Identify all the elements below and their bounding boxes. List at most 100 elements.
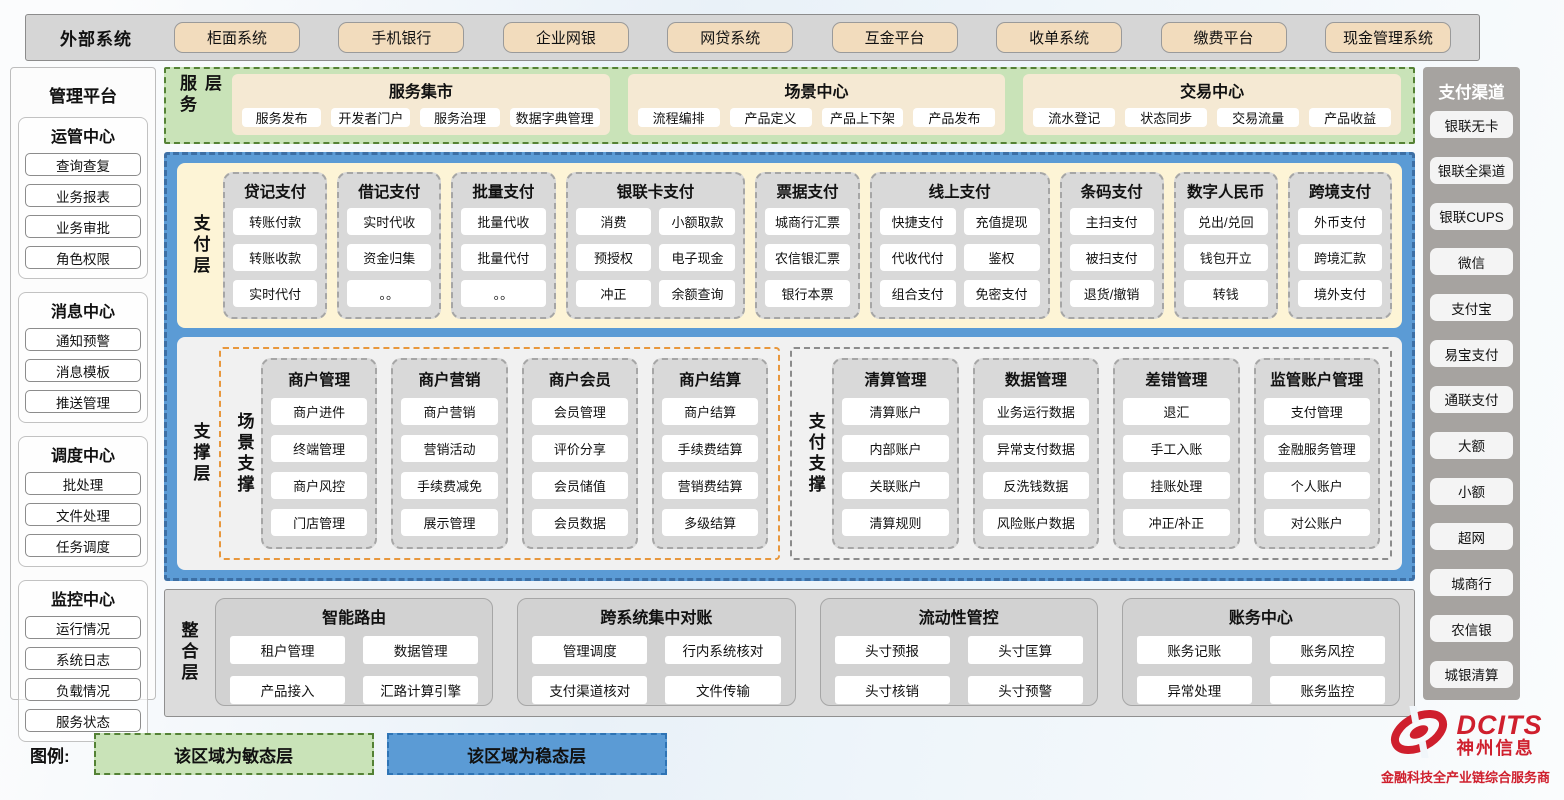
management-item-button[interactable]: 负载情况	[25, 678, 141, 701]
management-item-button[interactable]: 任务调度	[25, 534, 141, 557]
support-item-button[interactable]: 关联账户	[842, 472, 949, 499]
payment-item-button[interactable]: 境外支付	[1297, 280, 1383, 307]
integration-item-button[interactable]: 账务记账	[1136, 636, 1252, 664]
payment-item-button[interactable]: 鉴权	[963, 244, 1040, 271]
integration-item-button[interactable]: 汇路计算引擎	[363, 676, 479, 704]
management-item-button[interactable]: 消息模板	[25, 359, 141, 382]
management-item-button[interactable]: 推送管理	[25, 390, 141, 413]
management-item-button[interactable]: 批处理	[25, 472, 141, 495]
payment-item-button[interactable]: 资金归集	[347, 244, 432, 271]
support-item-button[interactable]: 营销费结算	[661, 472, 759, 499]
payment-item-button[interactable]: 消费	[575, 208, 652, 235]
support-item-button[interactable]: 商户风控	[271, 472, 368, 499]
payment-item-button[interactable]: 城商行汇票	[765, 208, 850, 235]
payment-channel-button[interactable]: 城商行	[1430, 569, 1513, 597]
service-item-button[interactable]: 数据字典管理	[509, 108, 600, 127]
payment-item-button[interactable]: 转账收款	[233, 244, 318, 271]
management-item-button[interactable]: 业务报表	[25, 184, 141, 207]
service-item-button[interactable]: 产品定义	[729, 108, 812, 127]
payment-item-button[interactable]: 跨境汇款	[1297, 244, 1383, 271]
payment-item-button[interactable]: 转账付款	[233, 208, 318, 235]
payment-channel-button[interactable]: 农信银	[1430, 615, 1513, 643]
support-item-button[interactable]: 门店管理	[271, 509, 368, 536]
support-item-button[interactable]: 商户营销	[401, 398, 498, 425]
payment-item-button[interactable]: 快捷支付	[879, 208, 956, 235]
integration-item-button[interactable]: 异常处理	[1136, 676, 1252, 704]
service-item-button[interactable]: 产品收益	[1309, 108, 1392, 127]
payment-item-button[interactable]: 外币支付	[1297, 208, 1383, 235]
management-item-button[interactable]: 通知预警	[25, 328, 141, 351]
integration-item-button[interactable]: 头寸核销	[834, 676, 950, 704]
payment-channel-button[interactable]: 银联CUPS	[1430, 202, 1513, 230]
payment-channel-button[interactable]: 通联支付	[1430, 385, 1513, 413]
payment-item-button[interactable]: 电子现金	[659, 244, 736, 271]
payment-item-button[interactable]: 钱包开立	[1183, 244, 1268, 271]
external-system-button[interactable]: 网贷系统	[667, 22, 794, 53]
payment-item-button[interactable]: 兑出/兑回	[1183, 208, 1268, 235]
support-item-button[interactable]: 反洗钱数据	[982, 472, 1090, 499]
management-item-button[interactable]: 文件处理	[25, 503, 141, 526]
payment-item-button[interactable]: 批量代付	[461, 244, 546, 271]
external-system-button[interactable]: 互金平台	[831, 22, 958, 53]
external-system-button[interactable]: 企业网银	[502, 22, 629, 53]
management-item-button[interactable]: 角色权限	[25, 246, 141, 269]
service-item-button[interactable]: 产品上下架	[821, 108, 904, 127]
integration-item-button[interactable]: 产品接入	[230, 676, 346, 704]
management-item-button[interactable]: 服务状态	[25, 709, 141, 732]
service-item-button[interactable]: 流水登记	[1033, 108, 1116, 127]
integration-item-button[interactable]: 账务监控	[1269, 676, 1385, 704]
payment-item-button[interactable]: 组合支付	[879, 280, 956, 307]
management-item-button[interactable]: 运行情况	[25, 616, 141, 639]
payment-item-button[interactable]: 转钱	[1183, 280, 1268, 307]
payment-item-button[interactable]: 代收代付	[879, 244, 956, 271]
payment-channel-button[interactable]: 超网	[1430, 523, 1513, 551]
service-item-button[interactable]: 服务治理	[420, 108, 500, 127]
service-item-button[interactable]: 状态同步	[1125, 108, 1208, 127]
support-item-button[interactable]: 终端管理	[271, 435, 368, 462]
payment-item-button[interactable]: 充值提现	[963, 208, 1040, 235]
integration-item-button[interactable]: 头寸匡算	[967, 636, 1083, 664]
external-system-button[interactable]: 现金管理系统	[1324, 22, 1451, 53]
support-item-button[interactable]: 评价分享	[531, 435, 628, 462]
external-system-button[interactable]: 柜面系统	[174, 22, 300, 53]
management-item-button[interactable]: 业务审批	[25, 215, 141, 238]
integration-item-button[interactable]: 头寸预报	[834, 636, 950, 664]
management-item-button[interactable]: 系统日志	[25, 647, 141, 670]
payment-item-button[interactable]: 农信银汇票	[765, 244, 850, 271]
integration-item-button[interactable]: 头寸预警	[967, 676, 1083, 704]
support-item-button[interactable]: 会员管理	[531, 398, 628, 425]
payment-item-button[interactable]: 主扫支付	[1069, 208, 1154, 235]
integration-item-button[interactable]: 支付渠道核对	[532, 676, 648, 704]
service-item-button[interactable]: 流程编排	[637, 108, 720, 127]
integration-item-button[interactable]: 账务风控	[1269, 636, 1385, 664]
external-system-button[interactable]: 缴费平台	[1160, 22, 1287, 53]
external-system-button[interactable]: 收单系统	[996, 22, 1123, 53]
support-item-button[interactable]: 支付管理	[1263, 398, 1371, 425]
support-item-button[interactable]: 营销活动	[401, 435, 498, 462]
service-item-button[interactable]: 开发者门户	[331, 108, 411, 127]
payment-channel-button[interactable]: 小额	[1430, 477, 1513, 505]
payment-channel-button[interactable]: 微信	[1430, 248, 1513, 276]
support-item-button[interactable]: 手续费结算	[661, 435, 759, 462]
support-item-button[interactable]: 展示管理	[401, 509, 498, 536]
payment-channel-button[interactable]: 大额	[1430, 431, 1513, 459]
payment-item-button[interactable]: 。。	[461, 280, 546, 307]
support-item-button[interactable]: 风险账户数据	[982, 509, 1090, 536]
payment-item-button[interactable]: 批量代收	[461, 208, 546, 235]
payment-item-button[interactable]: 。。	[347, 280, 432, 307]
payment-channel-button[interactable]: 银联无卡	[1430, 111, 1513, 138]
support-item-button[interactable]: 清算账户	[842, 398, 949, 425]
service-item-button[interactable]: 交易流量	[1217, 108, 1300, 127]
support-item-button[interactable]: 商户进件	[271, 398, 368, 425]
integration-item-button[interactable]: 行内系统核对	[665, 636, 781, 664]
integration-item-button[interactable]: 数据管理	[363, 636, 479, 664]
support-item-button[interactable]: 挂账处理	[1123, 472, 1230, 499]
support-item-button[interactable]: 手续费减免	[401, 472, 498, 499]
management-item-button[interactable]: 查询查复	[25, 153, 141, 176]
integration-item-button[interactable]: 文件传输	[665, 676, 781, 704]
support-item-button[interactable]: 异常支付数据	[982, 435, 1090, 462]
support-item-button[interactable]: 手工入账	[1123, 435, 1230, 462]
support-item-button[interactable]: 对公账户	[1263, 509, 1371, 536]
integration-item-button[interactable]: 管理调度	[532, 636, 648, 664]
support-item-button[interactable]: 冲正/补正	[1123, 509, 1230, 536]
